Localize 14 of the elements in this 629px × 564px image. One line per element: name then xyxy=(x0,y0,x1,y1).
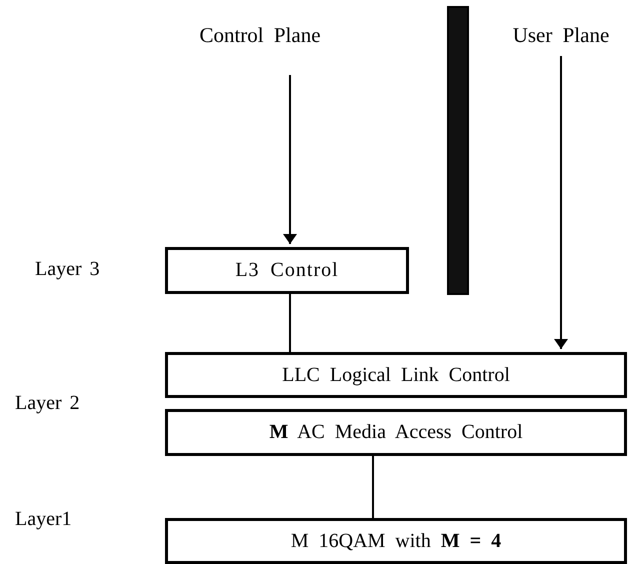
arrow xyxy=(283,75,297,244)
layer-box: M 16QAM with M = 4 xyxy=(165,518,627,564)
arrow xyxy=(554,56,568,349)
layer-label: Layer1 xyxy=(15,508,72,531)
layer-box: M AC Media Access Control xyxy=(165,409,627,456)
connector-line xyxy=(289,294,291,352)
layer-label: Layer 2 xyxy=(15,392,80,415)
layer-box: L3 Control xyxy=(165,247,409,294)
vertical-bar xyxy=(447,6,469,295)
layer-label: Layer 3 xyxy=(35,258,100,281)
connector-line xyxy=(372,456,374,518)
plane-label: User Plane xyxy=(493,18,629,52)
plane-label: Control Plane xyxy=(190,18,330,52)
layer-box: LLC Logical Link Control xyxy=(165,352,627,398)
